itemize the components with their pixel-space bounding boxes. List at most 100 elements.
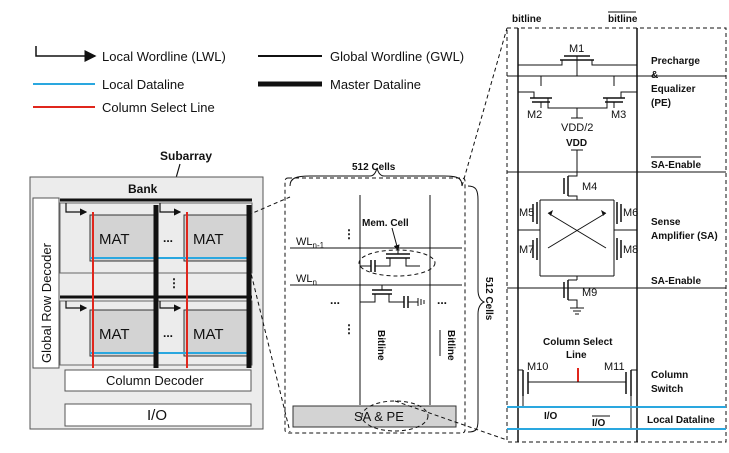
svg-text:M10: M10 — [527, 361, 548, 373]
mat-ellipsis-right: ... — [437, 293, 447, 307]
memory-cell-bottom — [360, 285, 425, 308]
svg-text:Column Select: Column Select — [543, 337, 613, 348]
circuit-panel: bitline bitline M1 — [506, 11, 727, 443]
bank-panel: Subarray Bank Global Row Decoder MAT MAT… — [29, 149, 264, 430]
mat-vellipsis-top: ⋮ — [343, 227, 355, 241]
cells-side-label: 512 Cells — [483, 277, 494, 321]
lwl-top-left — [65, 203, 88, 216]
svg-text:Line: Line — [566, 350, 587, 361]
svg-text:(PE): (PE) — [651, 98, 671, 109]
bitline-bar-label: Bitline — [445, 330, 456, 361]
wl-n-1-label: WLn-1 — [296, 236, 325, 250]
sense-amplifier-core: M5 M6 M7 M8 — [518, 199, 638, 280]
svg-text:M3: M3 — [611, 109, 626, 121]
pe-label: Precharge & Equalizer (PE) — [651, 56, 700, 109]
zoom-line-circuit-top — [461, 27, 508, 187]
transistor-m1: M1 — [518, 43, 637, 76]
column-decoder — [64, 369, 252, 392]
mat-detail-box — [284, 177, 466, 434]
sa-enable-label: SA-Enable — [651, 276, 701, 287]
mat-detail-panel: 512 Cells WLn-1 WLn Bitline Bitline ⋮ ⋮ … — [284, 162, 494, 434]
legend: Local Wordline (LWL) Global Wordline (GW… — [33, 46, 464, 115]
row-decoder-label: Global Row Decoder — [39, 242, 54, 363]
lwl-bottom-left — [65, 301, 88, 312]
svg-text:&: & — [651, 70, 658, 81]
legend-mdl-label: Master Dataline — [330, 77, 421, 92]
lwl-top-right — [159, 203, 182, 216]
sa-pe-label: SA & PE — [354, 409, 404, 424]
svg-text:M6: M6 — [623, 207, 638, 219]
zoom-line-top — [247, 196, 291, 216]
bitline-label: Bitline — [375, 330, 386, 361]
lwl-bottom-right — [159, 301, 182, 312]
zoom-line-bottom — [247, 260, 291, 433]
svg-text:Equalizer: Equalizer — [651, 84, 696, 95]
mat-bottom-left: MAT — [89, 309, 155, 357]
column-select-label: Column Select Line — [543, 337, 613, 361]
transistor-m4: M4 — [563, 172, 597, 200]
global-row-decoder — [32, 197, 60, 369]
circuit-bitline-label: bitline — [512, 14, 542, 25]
svg-text:M4: M4 — [582, 181, 597, 193]
sa-pe-highlight — [361, 400, 429, 432]
io-bar-label: I/O — [592, 418, 606, 429]
svg-text:Sense: Sense — [651, 217, 681, 228]
sa-label: Sense Amplifier (SA) — [651, 217, 718, 242]
wl-n-label: WLn — [296, 273, 317, 287]
mat-top-left: MAT — [89, 214, 155, 262]
circuit-bitline-bar-label: bitline — [608, 14, 638, 25]
memory-cell-top: Mem. Cell — [358, 218, 436, 277]
sa-enable-bar-label: SA-Enable — [651, 160, 701, 171]
legend-csl-label: Column Select Line — [102, 100, 215, 115]
cells-side-brace — [467, 185, 486, 433]
svg-text:Column: Column — [651, 370, 688, 381]
local-dataline-label: Local Dataline — [647, 415, 715, 426]
svg-text:M1: M1 — [569, 43, 584, 55]
transistor-m2-m3: M2 M3 VDD/2 — [518, 76, 637, 134]
ellipsis-bottom: ... — [163, 326, 173, 340]
ellipsis-top: ... — [163, 231, 173, 245]
legend-ldl-label: Local Dataline — [102, 77, 184, 92]
svg-text:M8: M8 — [623, 244, 638, 256]
column-switch-label: Column Switch — [651, 370, 688, 395]
circuit-box — [506, 27, 727, 443]
svg-text:Switch: Switch — [651, 384, 683, 395]
zoom-line-circuit-bottom — [394, 400, 508, 441]
svg-text:M7: M7 — [519, 244, 534, 256]
bank-io — [64, 403, 252, 427]
legend-lwl-label: Local Wordline (LWL) — [102, 49, 226, 64]
svg-text:Mem. Cell: Mem. Cell — [362, 218, 409, 229]
legend-ldl: Local Dataline — [33, 77, 184, 92]
cells-top-brace — [289, 167, 463, 187]
mat-vellipsis-bottom: ⋮ — [343, 322, 355, 336]
svg-text:M5: M5 — [519, 207, 534, 219]
svg-text:MAT: MAT — [193, 231, 224, 248]
svg-text:M2: M2 — [527, 109, 542, 121]
bank-io-label: I/O — [147, 407, 167, 424]
io-label: I/O — [544, 411, 558, 422]
transistor-m9: M9 — [563, 279, 597, 315]
cells-top-label: 512 Cells — [352, 162, 396, 173]
column-decoder-label: Column Decoder — [106, 373, 204, 388]
svg-text:MAT: MAT — [99, 326, 130, 343]
transistor-m10: M10 — [518, 361, 548, 407]
legend-mdl: Master Dataline — [258, 77, 421, 92]
svg-text:Amplifier (SA): Amplifier (SA) — [651, 231, 718, 242]
mat-bottom-right: MAT — [183, 309, 249, 357]
legend-csl: Column Select Line — [33, 100, 215, 115]
mat-top-right: MAT — [183, 214, 249, 262]
svg-text:M9: M9 — [582, 287, 597, 299]
svg-text:M11: M11 — [604, 361, 625, 373]
vellipsis-mid: ⋮ — [168, 276, 180, 290]
mat-ellipsis-left: ... — [330, 293, 340, 307]
legend-lwl: Local Wordline (LWL) — [35, 46, 226, 64]
sa-pe-block — [292, 405, 457, 428]
svg-text:MAT: MAT — [99, 231, 130, 248]
legend-gwl: Global Wordline (GWL) — [258, 49, 464, 64]
transistor-m11: M11 — [604, 361, 637, 429]
svg-text:Precharge: Precharge — [651, 56, 700, 67]
svg-text:VDD/2: VDD/2 — [561, 122, 593, 134]
subarray-label: Subarray — [160, 149, 212, 163]
vdd-label: VDD — [566, 138, 587, 149]
